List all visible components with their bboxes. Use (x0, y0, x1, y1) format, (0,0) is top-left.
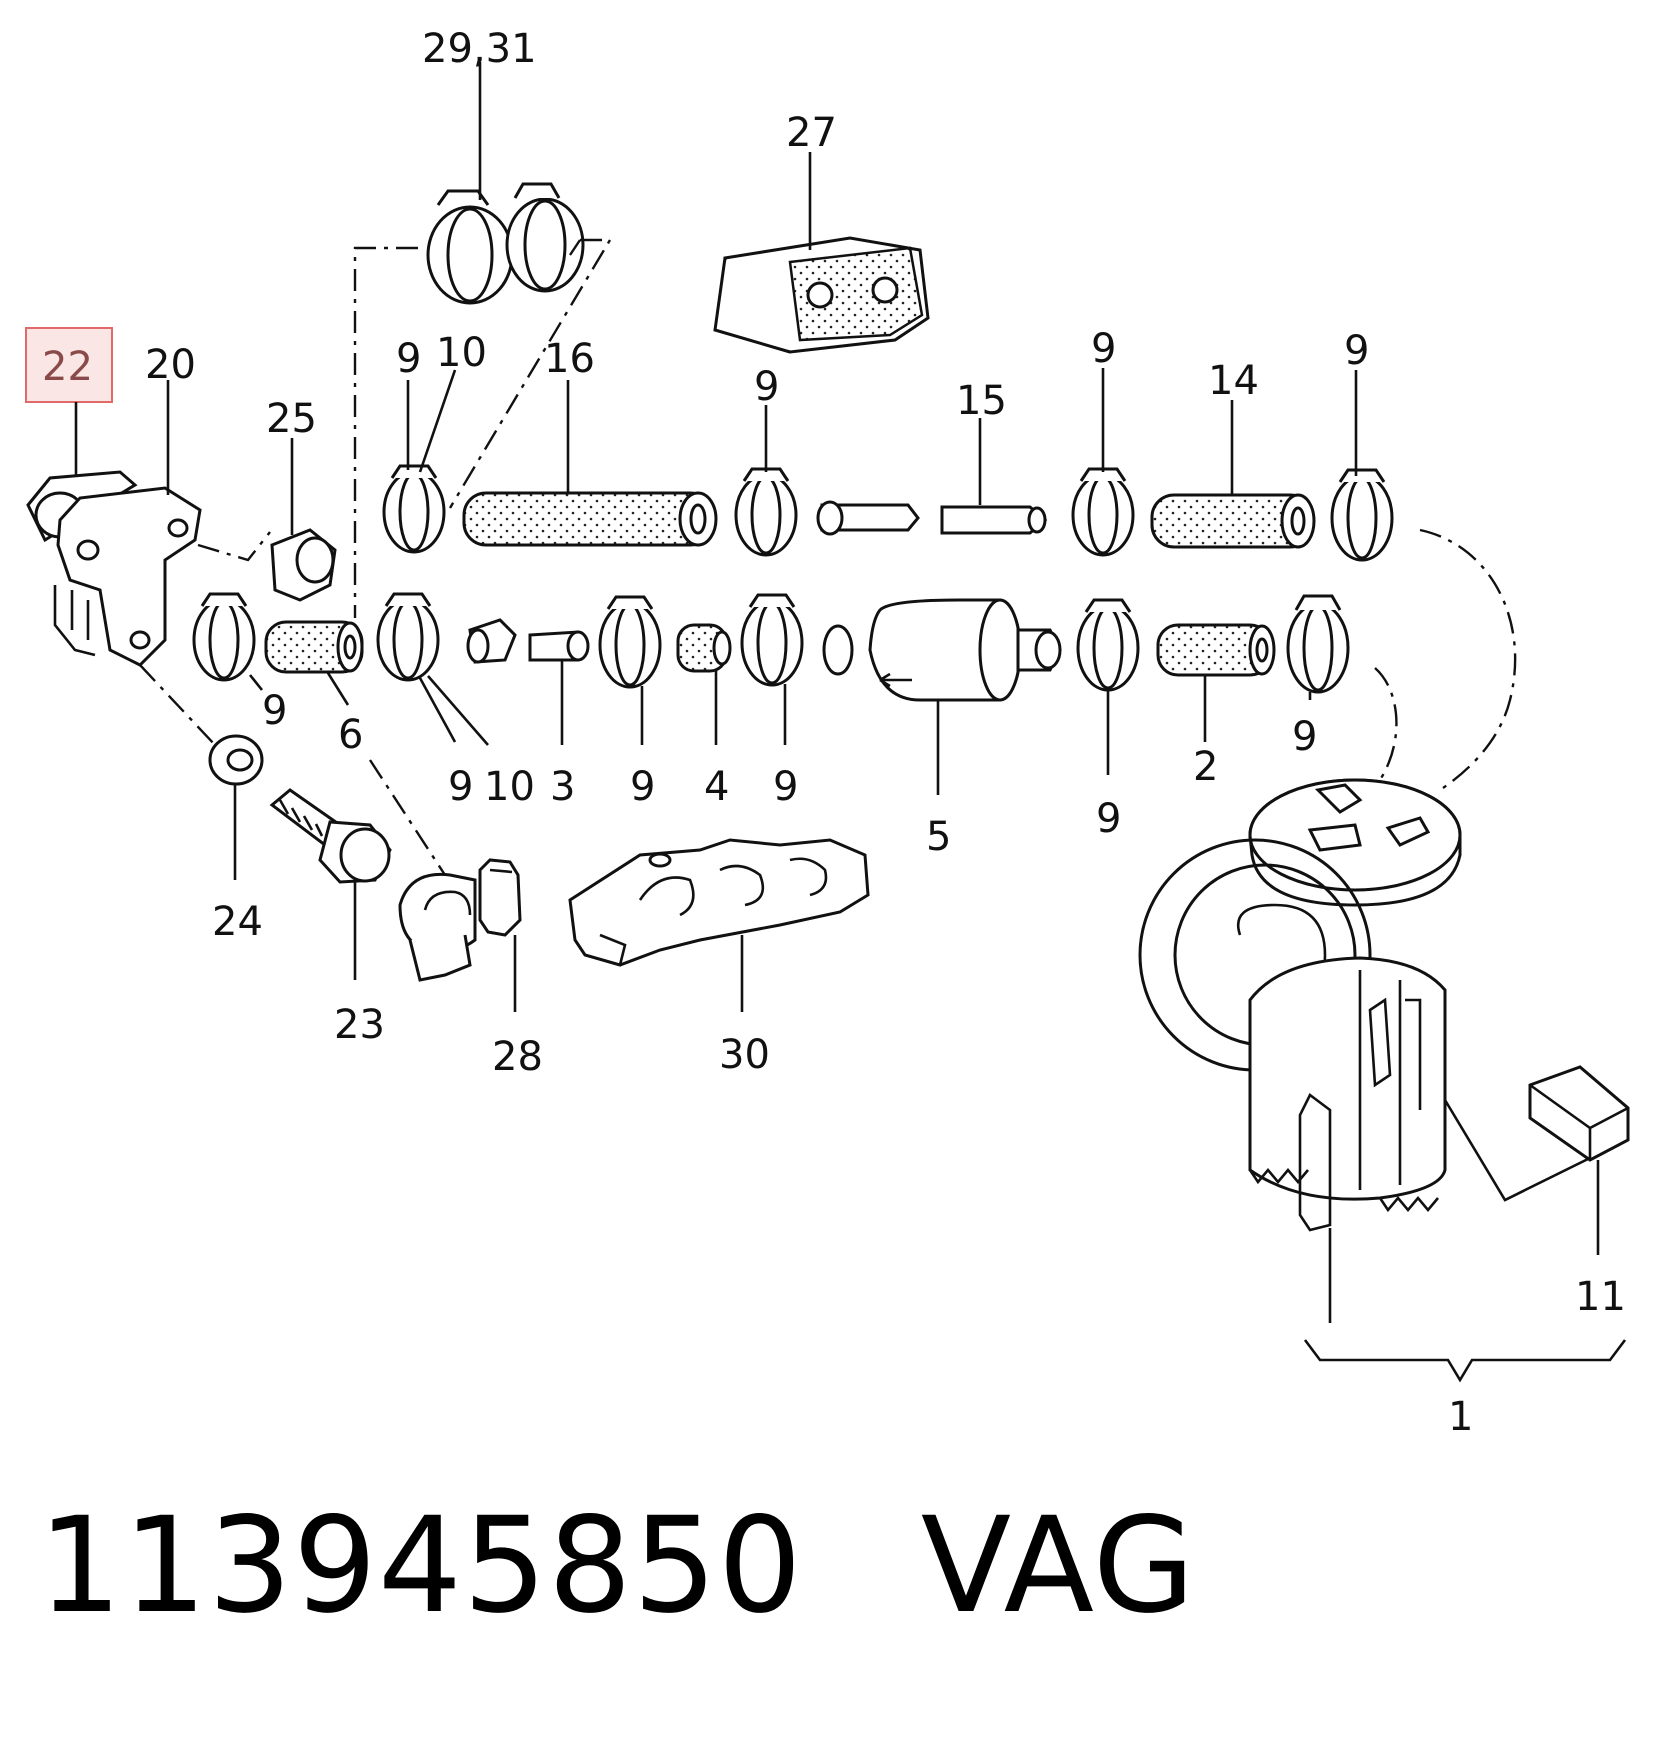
label-3: 3 (550, 764, 575, 810)
label-10-upper: 10 (436, 330, 487, 376)
part-9-clamp-lower-1[interactable] (192, 592, 256, 682)
label-11: 11 (1575, 1274, 1626, 1320)
label-2: 2 (1193, 744, 1218, 790)
part-28-clip[interactable] (398, 858, 522, 982)
label-9-lower-6: 9 (1292, 714, 1317, 760)
label-9-upper-1: 9 (396, 336, 421, 382)
label-9-upper-2: 9 (754, 364, 779, 410)
label-9-lower-1: 9 (262, 688, 287, 734)
label-4: 4 (704, 764, 729, 810)
part-16-hose[interactable] (462, 491, 718, 547)
part-23-bolt[interactable] (269, 788, 392, 884)
part-9-clamp-lower-5[interactable] (1076, 598, 1140, 692)
highlight-box-22 (25, 327, 113, 403)
part-30-holder[interactable] (568, 838, 870, 967)
label-28: 28 (492, 1034, 543, 1080)
group-1-bracket (1303, 1339, 1627, 1383)
label-1: 1 (1448, 1394, 1473, 1440)
part-3-connector[interactable] (466, 618, 590, 664)
label-30: 30 (719, 1032, 770, 1078)
label-9-lower-2: 9 (448, 764, 473, 810)
part-4-sleeve[interactable] (676, 623, 732, 673)
label-14: 14 (1208, 358, 1259, 404)
label-6: 6 (338, 712, 363, 758)
label-9-upper-3: 9 (1091, 326, 1116, 372)
label-9-upper-4: 9 (1344, 328, 1369, 374)
label-15: 15 (956, 378, 1007, 424)
part-6-hose[interactable] (264, 620, 364, 674)
part-15-pipe[interactable] (816, 500, 1048, 536)
part-9-clamp-upper-3[interactable] (1071, 467, 1135, 557)
label-9-lower-4: 9 (773, 764, 798, 810)
label-27: 27 (786, 110, 837, 156)
label-20: 20 (145, 342, 196, 388)
part-9-clamp-lower-2[interactable] (376, 592, 440, 682)
part-9-clamp-lower-4[interactable] (740, 593, 804, 687)
part-9-clamp-lower-3[interactable] (598, 595, 662, 689)
part-25-grommet[interactable] (270, 528, 337, 602)
part-2-hose[interactable] (1156, 623, 1276, 677)
part-5-fuel-filter[interactable] (822, 598, 1062, 702)
part-11-cover[interactable] (1528, 1065, 1630, 1162)
label-9-lower-5: 9 (1096, 796, 1121, 842)
part-9-clamp-upper-2[interactable] (734, 467, 798, 557)
label-25: 25 (266, 396, 317, 442)
part-number: 113945850 (38, 1489, 803, 1643)
label-22[interactable]: 22 (42, 344, 93, 390)
part-29-31-clamps[interactable] (426, 182, 585, 305)
label-9-lower-3: 9 (630, 764, 655, 810)
part-24-washer[interactable] (208, 734, 264, 786)
label-24: 24 (212, 899, 263, 945)
part-27-bracket[interactable] (713, 236, 930, 354)
part-22-20-bracket[interactable] (26, 470, 202, 667)
label-10-lower: 10 (484, 764, 535, 810)
label-16: 16 (544, 336, 595, 382)
part-9-clamp-lower-6[interactable] (1286, 594, 1350, 694)
brand-name: VAG (920, 1489, 1196, 1643)
label-23: 23 (334, 1002, 385, 1048)
label-29-31: 29,31 (422, 26, 537, 72)
part-9-clamp-upper-4[interactable] (1330, 468, 1394, 562)
label-5: 5 (926, 814, 951, 860)
part-1-fuel-pump-assembly[interactable] (1138, 778, 1462, 1232)
part-14-hose[interactable] (1150, 493, 1316, 549)
part-9-clamp-upper-1[interactable] (382, 464, 446, 554)
